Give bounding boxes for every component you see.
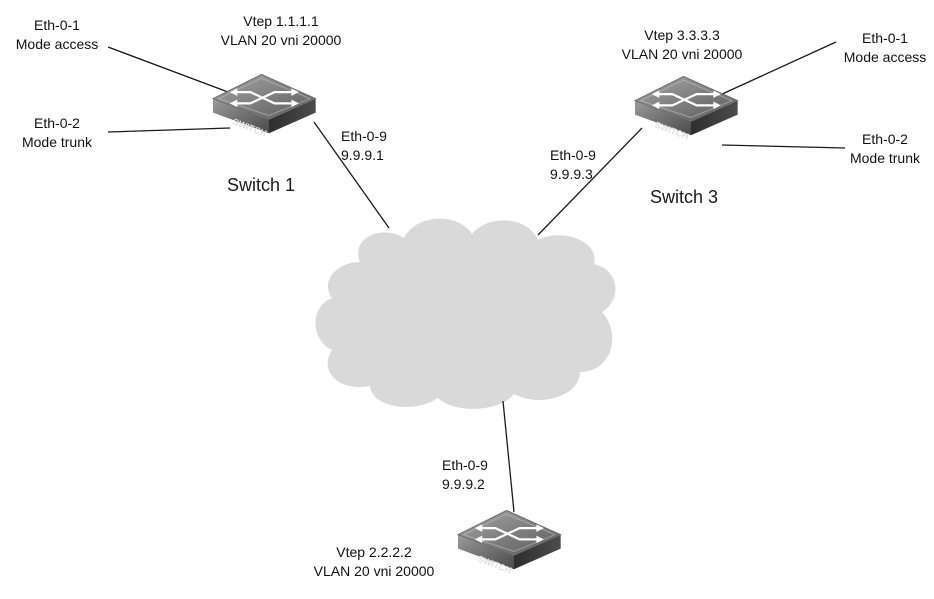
switch-3-vlan: VLAN 20 vni 20000	[621, 46, 743, 62]
switch-2-uplink-iface: Eth-0-9	[442, 457, 488, 473]
switch-1-vlan: VLAN 20 vni 20000	[220, 32, 342, 48]
link-switch1-cloud	[313, 121, 390, 229]
link-switch1-port2	[107, 127, 231, 133]
switch-2-vtep-label: Vtep 2.2.2.2 VLAN 20 vni 20000	[290, 543, 458, 581]
switch-2-icon: SWITCH	[456, 509, 562, 576]
switch-1-uplink-ip: 9.9.9.1	[341, 147, 384, 163]
switch-3-port1-mode: Mode access	[843, 49, 927, 65]
switch-3-vtep: Vtep 3.3.3.3	[644, 27, 720, 43]
switch-1-vtep-label: Vtep 1.1.1.1 VLAN 20 vni 20000	[196, 12, 366, 50]
network-cloud	[315, 218, 616, 409]
switch-1-port2-iface: Eth-0-2	[34, 115, 80, 131]
switch-3-port2-mode: Mode trunk	[849, 150, 921, 166]
switch-2-uplink-label: Eth-0-9 9.9.9.2	[442, 456, 488, 494]
link-switch2-cloud	[502, 400, 515, 513]
switch-3-uplink-ip: 9.9.9.3	[550, 166, 593, 182]
switch-3-port1-label: Eth-0-1 Mode access	[830, 29, 934, 67]
switch-1-port1-label: Eth-0-1 Mode access	[2, 16, 112, 54]
switch-3-port2-label: Eth-0-2 Mode trunk	[830, 130, 934, 168]
switch-2-uplink-ip: 9.9.9.2	[442, 476, 485, 492]
switch-1-port1-mode: Mode access	[15, 36, 99, 52]
switch-3-uplink-label: Eth-0-9 9.9.9.3	[550, 146, 596, 184]
switch-1-port1-iface: Eth-0-1	[34, 17, 80, 33]
switch-3-name: Switch 3	[650, 187, 719, 207]
switch-1-name: Switch 1	[227, 175, 296, 195]
switch-3-vtep-label: Vtep 3.3.3.3 VLAN 20 vni 20000	[597, 26, 767, 64]
link-switch3-cloud	[537, 127, 643, 236]
switch-3-icon: SWITCH	[633, 75, 739, 142]
link-switch3-port2	[721, 144, 846, 149]
switch-3-uplink-iface: Eth-0-9	[550, 147, 596, 163]
switch-1-uplink-label: Eth-0-9 9.9.9.1	[341, 127, 387, 165]
link-switch3-port1	[719, 41, 837, 96]
switch-3-port1-iface: Eth-0-1	[862, 30, 908, 46]
switch-1-port2-label: Eth-0-2 Mode trunk	[2, 114, 112, 152]
switch-1-vtep: Vtep 1.1.1.1	[243, 13, 319, 29]
switch-2-vtep: Vtep 2.2.2.2	[336, 544, 412, 560]
link-switch1-port1	[107, 46, 237, 96]
switch-1-icon: SWITCH	[211, 73, 317, 139]
switch-1-uplink-iface: Eth-0-9	[341, 128, 387, 144]
switch-3-port2-iface: Eth-0-2	[862, 131, 908, 147]
switch-1-port2-mode: Mode trunk	[21, 134, 93, 150]
switch-2-vlan: VLAN 20 vni 20000	[313, 563, 435, 579]
